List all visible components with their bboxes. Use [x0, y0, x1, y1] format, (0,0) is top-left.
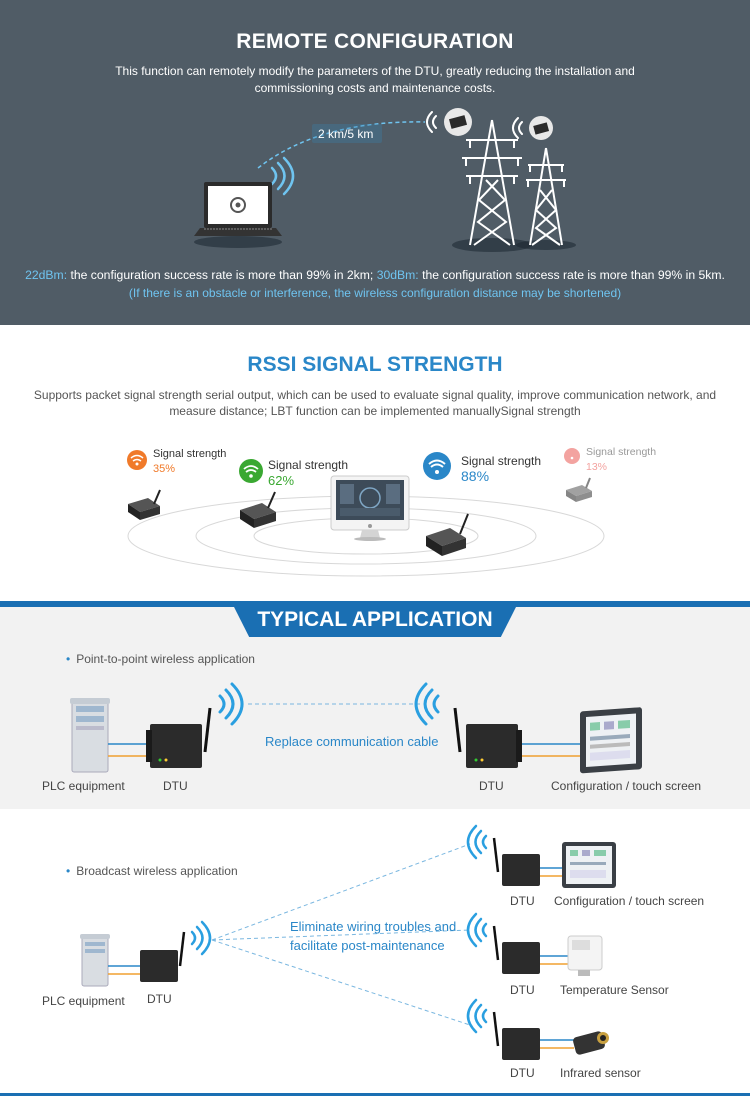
signal-label: Signal strength — [461, 454, 542, 468]
plc-equipment-icon — [70, 698, 110, 773]
rssi-illustration — [127, 448, 605, 577]
remote-config-section: REMOTE CONFIGURATION This function can r… — [0, 0, 750, 325]
signal-35: Signal strength 35% — [153, 447, 226, 477]
wifi-icon — [414, 682, 440, 726]
target2-dtu-label: DTU — [510, 983, 535, 997]
p2p-middle-label: Replace communication cable — [265, 734, 439, 749]
broadcast-middle-line1: Eliminate wiring troubles and — [290, 919, 457, 934]
dtu-device-icon — [492, 1011, 540, 1060]
broadcast-dtu-label: DTU — [147, 992, 172, 1006]
signal-label: Signal strength — [153, 448, 227, 460]
distance-label: 2 km/5 km — [318, 127, 374, 141]
dtu-device-icon — [426, 513, 469, 556]
signal-88: Signal strength 88% — [461, 454, 541, 484]
rate-30dbm-label: 30dBm: — [376, 268, 419, 282]
target1-label: Configuration / touch screen — [554, 894, 705, 908]
temperature-sensor-icon — [567, 935, 603, 976]
broadcast-plc-label: PLC equipment — [42, 994, 125, 1008]
broadcast-middle-label: Eliminate wiring troubles and facilitate… — [290, 917, 456, 955]
dtu-device-icon — [140, 931, 186, 982]
p2p-screen-label: Configuration / touch screen — [551, 779, 702, 793]
p2p-plc-label: PLC equipment — [42, 779, 125, 793]
wifi-icon — [466, 912, 488, 948]
dtu-device-icon — [492, 925, 540, 974]
rssi-title: RSSI SIGNAL STRENGTH — [247, 353, 503, 376]
dtu-device-icon — [128, 489, 161, 520]
rate-22dbm-label: 22dBm: — [25, 268, 68, 282]
broadcast-diagram — [80, 824, 616, 1060]
dtu-device-icon — [146, 707, 212, 768]
wifi-icon — [270, 156, 295, 196]
bottom-border — [0, 1093, 750, 1096]
infrared-sensor-icon — [573, 1031, 609, 1055]
p2p-background — [0, 607, 750, 809]
plc-equipment-icon — [80, 934, 110, 987]
typical-application-title: TYPICAL APPLICATION — [257, 608, 493, 631]
typical-application-banner: TYPICAL APPLICATION — [232, 603, 518, 637]
target3-dtu-label: DTU — [510, 1066, 535, 1080]
config-rate-text: 22dBm: the configuration success rate is… — [0, 268, 750, 282]
dtu-device-icon — [453, 707, 522, 768]
wifi-icon — [466, 824, 488, 860]
rate-30dbm-text: the configuration success rate is more t… — [418, 268, 725, 282]
p2p-dtu-left-label: DTU — [163, 779, 188, 793]
signal-62: Signal strength 62% — [268, 458, 348, 488]
p2p-bullet: Point-to-point wireless application — [66, 652, 255, 666]
wifi-icon — [190, 920, 212, 956]
signal-value: 62% — [268, 473, 295, 488]
remote-config-description: This function can remotely modify the pa… — [115, 64, 635, 95]
target2-label: Temperature Sensor — [560, 983, 669, 997]
remote-config-illustration — [194, 108, 576, 252]
config-distance-note: (If there is an obstacle or interference… — [128, 286, 622, 300]
touch-screen-icon — [580, 707, 642, 774]
power-tower-icon — [526, 147, 566, 246]
signal-value: 13% — [586, 461, 608, 473]
p2p-diagram — [70, 682, 642, 774]
p2p-dtu-right-label: DTU — [479, 779, 504, 793]
broadcast-middle-line2: facilitate post-maintenance — [290, 938, 445, 953]
rssi-description: Supports packet signal strength serial o… — [33, 388, 717, 418]
signal-value: 88% — [461, 468, 490, 484]
remote-config-title: REMOTE CONFIGURATION — [236, 30, 514, 53]
broadcast-bullet: Broadcast wireless application — [66, 864, 237, 878]
signal-label: Signal strength — [268, 458, 349, 472]
wifi-icon — [466, 998, 488, 1034]
dtu-device-icon — [566, 477, 592, 502]
target3-label: Infrared sensor — [560, 1066, 641, 1080]
wifi-icon — [218, 682, 244, 726]
touch-screen-icon — [562, 842, 616, 888]
power-tower-icon — [462, 119, 522, 246]
laptop-icon — [194, 182, 282, 248]
signal-label: Signal strength — [586, 446, 657, 458]
target1-dtu-label: DTU — [510, 894, 535, 908]
dtu-device-icon — [492, 837, 540, 886]
signal-13: Signal strength 13% — [586, 445, 656, 475]
dtu-device-icon — [240, 491, 276, 528]
signal-value: 35% — [153, 463, 176, 475]
monitor-icon — [330, 475, 410, 541]
rate-22dbm-text: the configuration success rate is more t… — [67, 268, 377, 282]
